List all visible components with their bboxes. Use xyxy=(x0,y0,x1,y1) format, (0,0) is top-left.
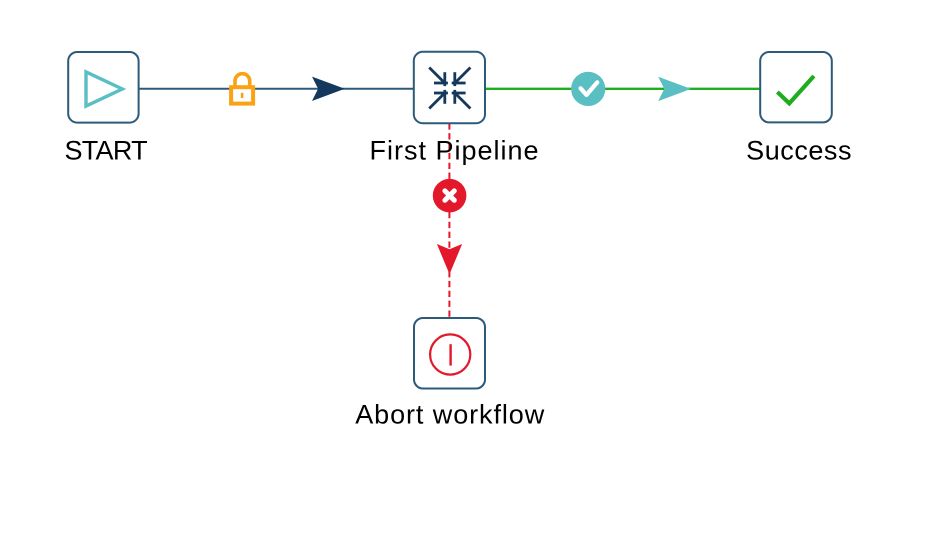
svg-text:START: START xyxy=(64,135,147,165)
svg-text:First Pipeline: First Pipeline xyxy=(369,136,539,166)
svg-text:Abort workflow: Abort workflow xyxy=(355,400,545,430)
svg-text:Success: Success xyxy=(746,135,852,165)
